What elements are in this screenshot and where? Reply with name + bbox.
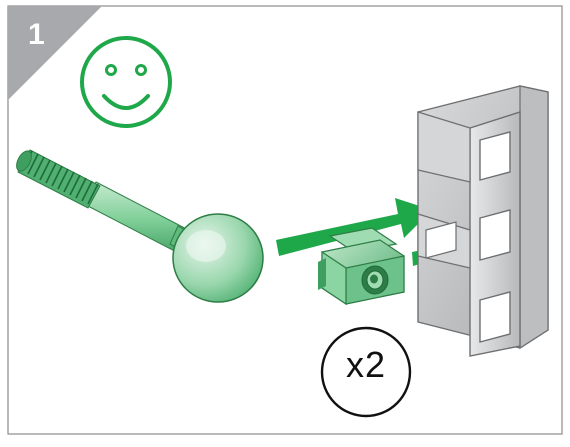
step-number: 1 [28, 18, 45, 51]
rack-rail-icon [417, 85, 549, 357]
step-badge [8, 6, 102, 100]
smiley-face-icon [80, 36, 172, 128]
quantity-circle [320, 326, 412, 418]
carriage-bolt-icon [16, 149, 264, 303]
quantity-label: x2 [345, 344, 387, 385]
cage-nut-icon [318, 227, 405, 306]
